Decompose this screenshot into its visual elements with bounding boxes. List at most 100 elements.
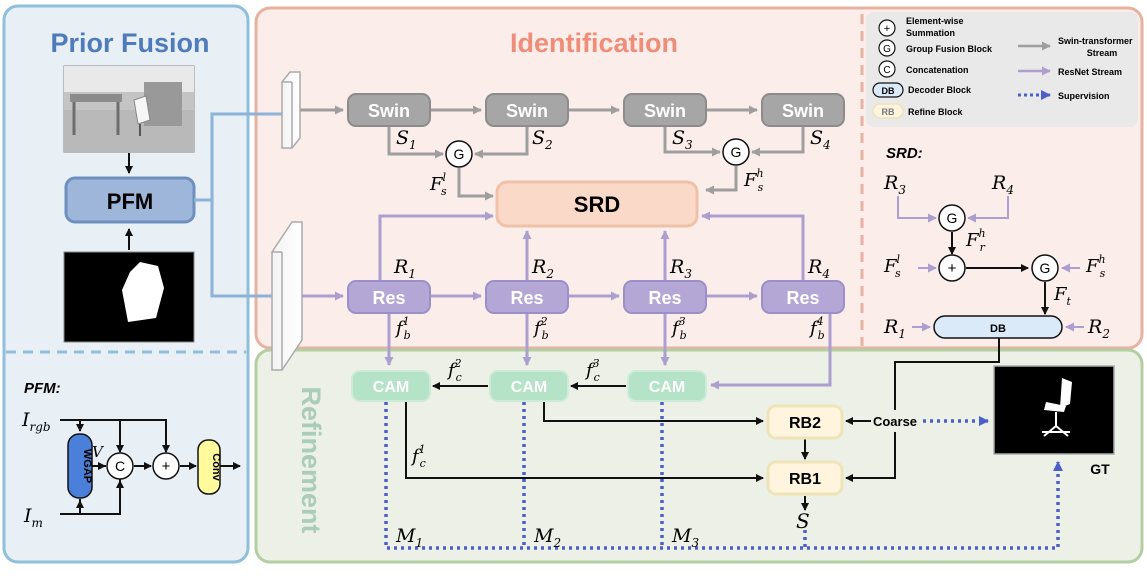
res-block-3-label: Res bbox=[648, 288, 681, 308]
legend-c-text: Concatenation bbox=[906, 65, 969, 75]
group-fusion-high-label: G bbox=[731, 144, 742, 160]
swin-block-2-label: Swin bbox=[506, 101, 548, 121]
supervision-lines bbox=[384, 402, 1063, 550]
legend-db-symbol: DB bbox=[882, 86, 895, 96]
srd-r2-label: R2 bbox=[1087, 316, 1110, 341]
srd-r4-label: R4 bbox=[991, 172, 1014, 197]
r1-label: R1 bbox=[393, 256, 416, 281]
legend-rb-icon bbox=[872, 103, 904, 119]
res-feature-stack bbox=[271, 221, 303, 371]
cam-block-1 bbox=[351, 370, 431, 402]
identification-title: Identification bbox=[510, 28, 678, 58]
srd-r3-label: R3 bbox=[883, 172, 906, 197]
srd-detail-title: SRD: bbox=[886, 145, 923, 162]
gt-label: GT bbox=[1090, 461, 1110, 477]
s2-label: S2 bbox=[532, 127, 553, 152]
cam-block-3-label: CAM bbox=[649, 379, 685, 396]
cam-block-1-label: CAM bbox=[373, 379, 409, 396]
srd-plus-label: + bbox=[948, 260, 957, 277]
rb1-block bbox=[766, 460, 844, 496]
plus-node bbox=[152, 452, 180, 480]
srd-g-node-1 bbox=[938, 204, 966, 232]
srd-g-node-2-label: G bbox=[1040, 260, 1051, 276]
legend-rb-text: Refine Block bbox=[908, 107, 964, 117]
res-blocks: Res Res Res Res bbox=[347, 280, 845, 314]
rgb-input-image bbox=[63, 65, 195, 153]
r2-label: R2 bbox=[531, 256, 554, 281]
legend-swin-text-2: Stream bbox=[1087, 48, 1118, 58]
srd-g-node-2 bbox=[1031, 254, 1059, 282]
res-block-4 bbox=[761, 280, 845, 314]
srd-g-node-1-label: G bbox=[947, 210, 958, 226]
res-block-2 bbox=[485, 280, 569, 314]
swin-blocks: Swin Swin Swin Swin bbox=[347, 93, 845, 127]
legend-plus-text-2: Summation bbox=[906, 28, 955, 38]
cam-block-3 bbox=[627, 370, 707, 402]
legend-db-icon bbox=[872, 82, 904, 98]
coarse-label: Coarse bbox=[873, 414, 917, 429]
pfm-detail-title: PFM: bbox=[24, 380, 61, 397]
conv-block bbox=[197, 439, 221, 495]
conv-label: Conv bbox=[210, 453, 222, 481]
cam-block-2-label: CAM bbox=[511, 379, 547, 396]
pfm-to-res-line bbox=[194, 198, 272, 298]
srd-db-label: DB bbox=[990, 323, 1006, 335]
group-fusion-node-low bbox=[445, 140, 473, 168]
srd-block-label: SRD bbox=[574, 192, 620, 217]
output-s-label: S bbox=[796, 509, 810, 533]
wgap-block bbox=[67, 433, 93, 499]
wgap-label: WGAP bbox=[81, 449, 93, 483]
res-stream-arrows bbox=[302, 211, 832, 390]
srd-detail-lines bbox=[897, 196, 1084, 332]
cam-block-2 bbox=[489, 370, 569, 402]
legend-plus-symbol: + bbox=[884, 23, 890, 35]
refinement-title: Refinement bbox=[296, 386, 326, 533]
legend-resnet-text: ResNet Stream bbox=[1058, 67, 1122, 77]
s4-label: S4 bbox=[810, 127, 831, 152]
s3-label: S3 bbox=[672, 127, 693, 152]
m1-label: M1 bbox=[395, 525, 423, 550]
res-block-3 bbox=[623, 280, 707, 314]
input-mask-label: Im bbox=[23, 505, 43, 530]
refinement-arrows bbox=[405, 338, 1000, 511]
legend-g-text: Group Fusion Block bbox=[906, 44, 993, 54]
legend-box bbox=[866, 12, 1138, 127]
res-block-1 bbox=[347, 280, 431, 314]
srd-r1-label: R1 bbox=[883, 316, 906, 341]
rb2-label: RB2 bbox=[789, 415, 821, 432]
srd-plus-node bbox=[938, 254, 966, 282]
legend-swin-text-1: Swin-transformer bbox=[1058, 36, 1133, 46]
res-block-2-label: Res bbox=[510, 288, 543, 308]
srd-ft-label: Ft bbox=[1053, 284, 1072, 308]
swin-block-2 bbox=[485, 93, 569, 127]
srd-db-block bbox=[933, 315, 1063, 339]
legend-plus-text-1: Element-wise bbox=[906, 16, 964, 26]
v-label: V bbox=[92, 443, 105, 461]
concat-node bbox=[106, 452, 134, 480]
legend-db-text: Decoder Block bbox=[908, 85, 972, 95]
s1-label: S1 bbox=[396, 127, 417, 152]
rb1-label: RB1 bbox=[789, 471, 821, 488]
swin-stream-arrows bbox=[300, 105, 805, 201]
res-block-1-label: Res bbox=[372, 288, 405, 308]
prior-fusion-title: Prior Fusion bbox=[50, 28, 209, 58]
refinement-panel bbox=[254, 348, 1144, 564]
pfm-block-label: PFM bbox=[107, 189, 153, 214]
legend-supervision-text: Supervision bbox=[1058, 91, 1110, 101]
swin-block-3 bbox=[623, 93, 707, 127]
swin-block-4-label: Swin bbox=[782, 101, 824, 121]
mask-input-image bbox=[63, 251, 195, 343]
input-rgb-label: Irgb bbox=[21, 409, 51, 434]
swin-block-1 bbox=[347, 93, 431, 127]
legend-g-icon bbox=[878, 39, 896, 57]
res-block-4-label: Res bbox=[786, 288, 819, 308]
